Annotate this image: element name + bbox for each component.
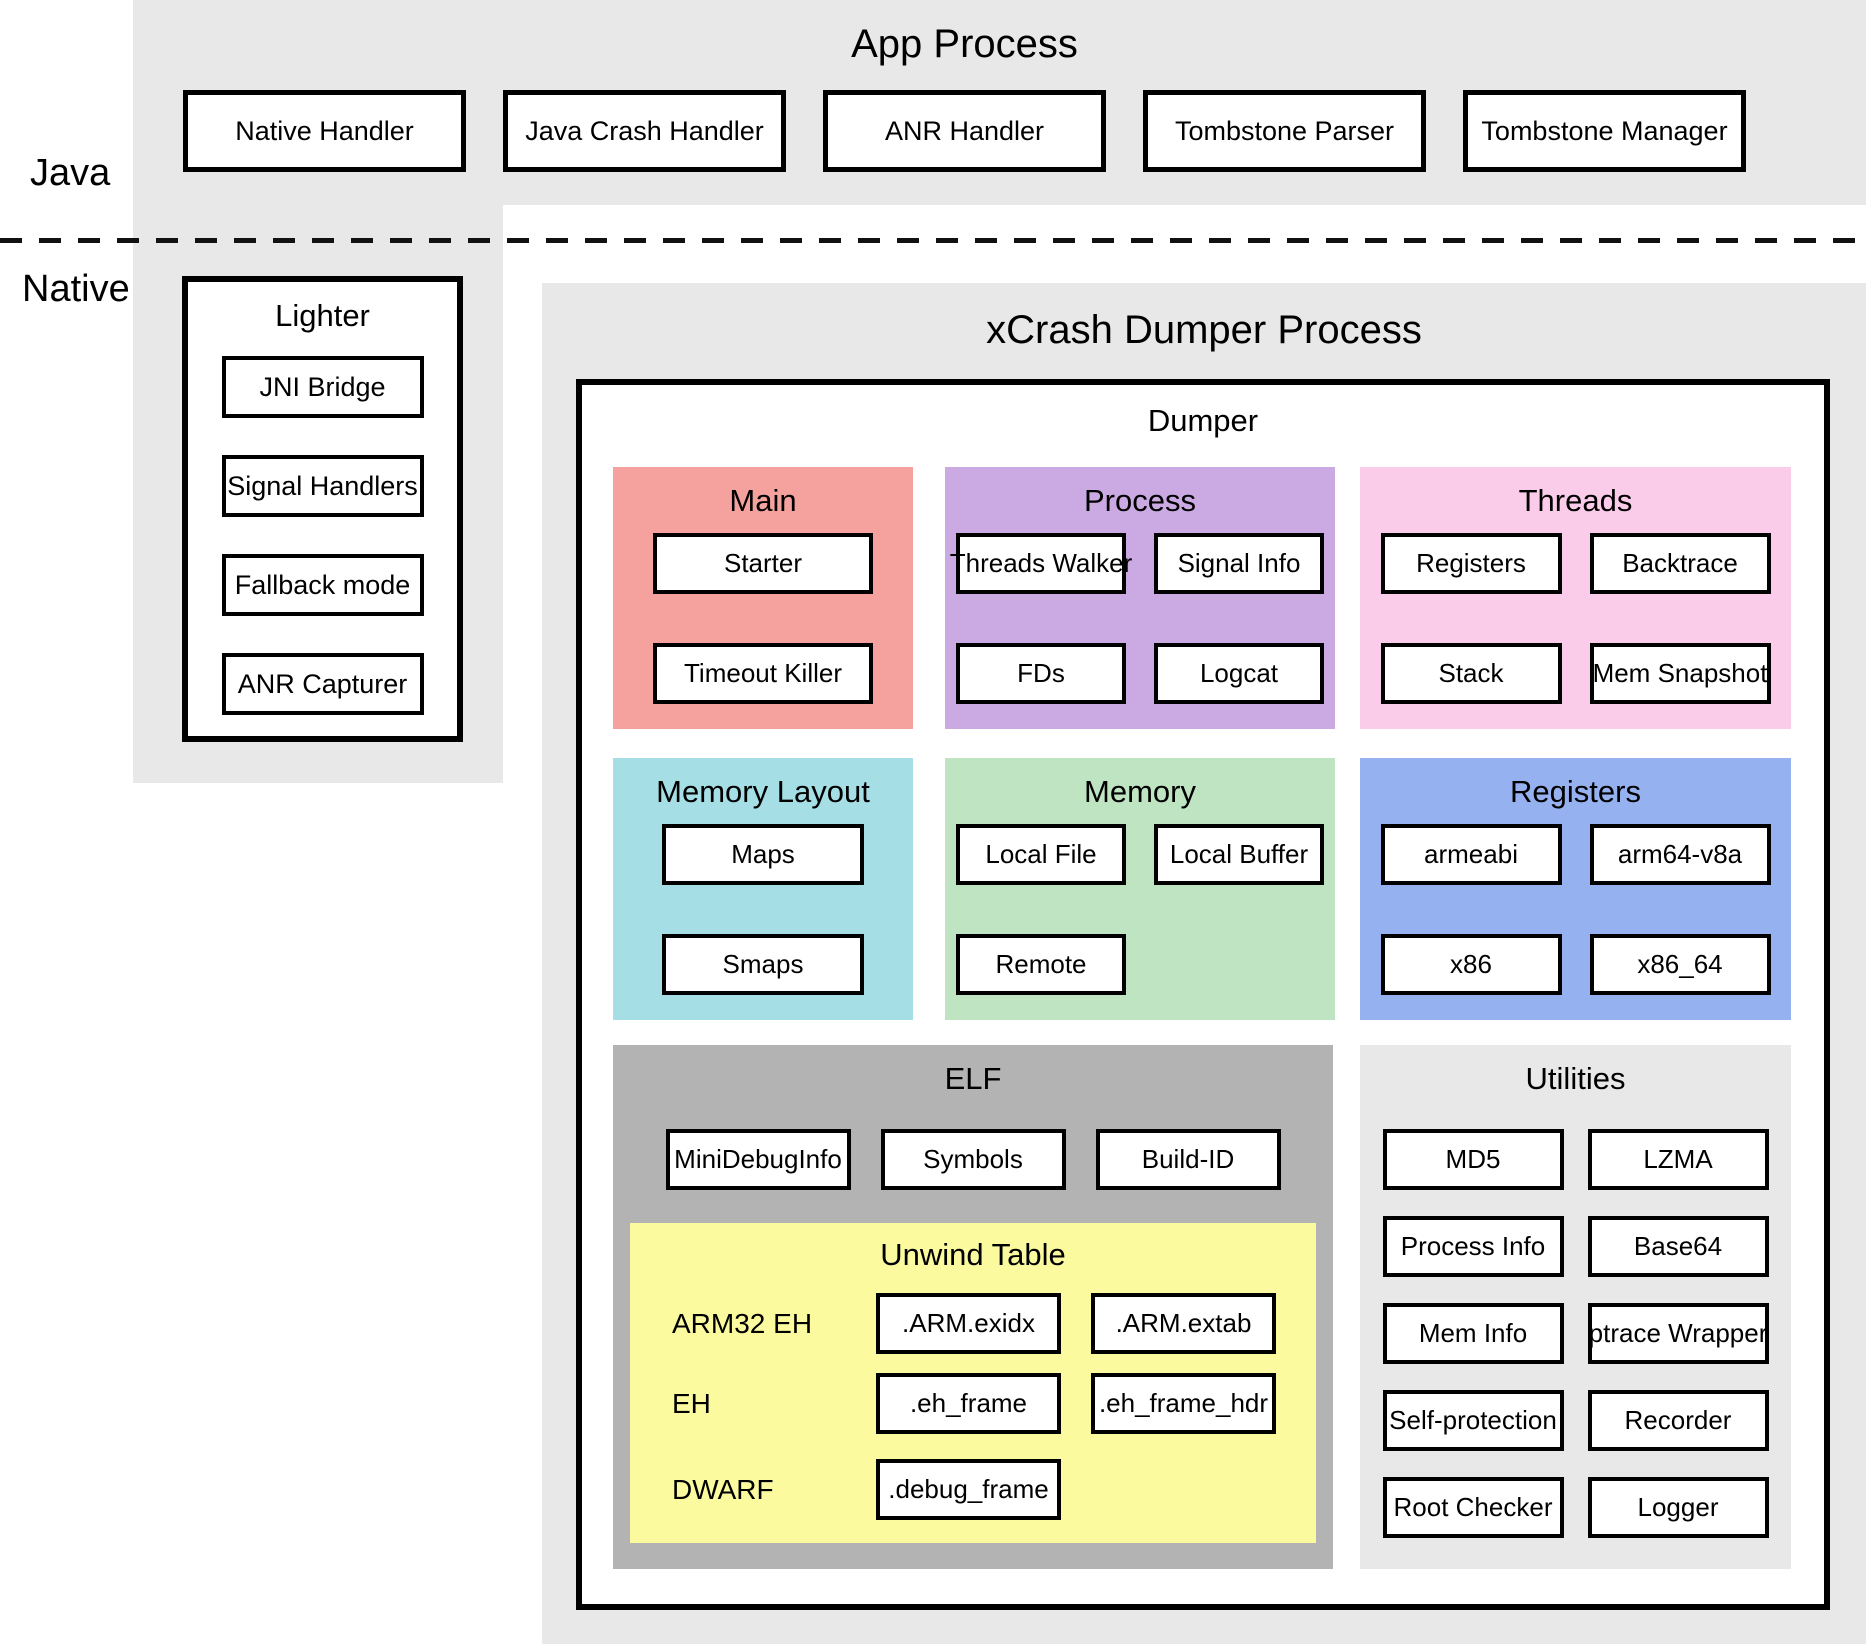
- arm-exidx-box: .ARM.exidx: [876, 1293, 1061, 1354]
- lighter-boxes: JNI Bridge Signal Handlers Fallback mode…: [188, 356, 457, 715]
- arm64-v8a-box: arm64-v8a: [1589, 824, 1771, 885]
- starter-box: Starter: [653, 533, 873, 594]
- utilities-section-title: Utilities: [1525, 1061, 1626, 1096]
- mem-info-box: Mem Info: [1382, 1303, 1564, 1364]
- dwarf-label: DWARF: [672, 1473, 774, 1505]
- unwind-table-title: Unwind Table: [880, 1237, 1066, 1272]
- lzma-box: LZMA: [1587, 1129, 1769, 1190]
- backtrace-box: Backtrace: [1589, 533, 1771, 594]
- smaps-box: Smaps: [662, 934, 864, 995]
- registers-section-title: Registers: [1510, 774, 1641, 809]
- lighter-module: Lighter JNI Bridge Signal Handlers Fallb…: [182, 276, 463, 742]
- signal-handlers-box: Signal Handlers: [221, 455, 424, 517]
- minidebuginfo-box: MiniDebugInfo: [665, 1129, 851, 1190]
- unwind-table-section: Unwind Table ARM32 EH .ARM.exidx .ARM.ex…: [630, 1223, 1316, 1543]
- memory-section-title: Memory: [1084, 774, 1196, 809]
- fallback-mode-box: Fallback mode: [221, 554, 424, 616]
- base64-box: Base64: [1587, 1216, 1769, 1277]
- stack-box: Stack: [1380, 643, 1562, 704]
- tombstone-manager-box: Tombstone Manager: [1463, 90, 1746, 172]
- utilities-section: Utilities MD5 LZMA Process Info Base64 M…: [1360, 1045, 1791, 1569]
- threads-section: Threads Registers Backtrace Stack Mem Sn…: [1360, 467, 1791, 729]
- memory-layout-section-title: Memory Layout: [656, 774, 870, 809]
- timeout-killer-box: Timeout Killer: [653, 643, 873, 704]
- registers-section: Registers armeabi arm64-v8a x86 x86_64: [1360, 758, 1791, 1020]
- anr-capturer-box: ANR Capturer: [221, 653, 424, 715]
- main-section-title: Main: [729, 483, 797, 518]
- eh-label: EH: [672, 1387, 711, 1419]
- elf-section: ELF MiniDebugInfo Symbols Build-ID Unwin…: [613, 1045, 1333, 1569]
- arm-extab-box: .ARM.extab: [1091, 1293, 1276, 1354]
- app-process-boxes: Native Handler Java Crash Handler ANR Ha…: [183, 90, 1746, 172]
- x86-64-box: x86_64: [1589, 934, 1771, 995]
- x86-box: x86: [1380, 934, 1562, 995]
- eh-frame-hdr-box: .eh_frame_hdr: [1091, 1373, 1276, 1434]
- local-buffer-box: Local Buffer: [1154, 824, 1324, 885]
- tombstone-parser-box: Tombstone Parser: [1143, 90, 1426, 172]
- root-checker-box: Root Checker: [1382, 1477, 1564, 1538]
- process-section-title: Process: [1084, 483, 1196, 518]
- xcrash-dumper-process-title: xCrash Dumper Process: [986, 308, 1422, 352]
- dumper-title: Dumper: [1147, 403, 1259, 438]
- local-file-box: Local File: [956, 824, 1126, 885]
- symbols-box: Symbols: [880, 1129, 1066, 1190]
- lighter-title: Lighter: [275, 298, 370, 333]
- unwind-row-eh: EH .eh_frame .eh_frame_hdr: [630, 1373, 1316, 1434]
- ptrace-wrapper-box: ptrace Wrapper: [1587, 1303, 1769, 1364]
- java-native-divider-line: [0, 238, 1866, 243]
- native-handler-box: Native Handler: [183, 90, 466, 172]
- unwind-row-dwarf: DWARF .debug_frame: [630, 1459, 1316, 1520]
- java-layer-label: Java: [30, 152, 111, 194]
- memory-section: Memory Local File Local Buffer Remote: [945, 758, 1335, 1020]
- armeabi-box: armeabi: [1380, 824, 1562, 885]
- anr-handler-box: ANR Handler: [823, 90, 1106, 172]
- logcat-box: Logcat: [1154, 643, 1324, 704]
- unwind-row-arm32-eh: ARM32 EH .ARM.exidx .ARM.extab: [630, 1293, 1316, 1354]
- mem-snapshot-box: Mem Snapshot: [1589, 643, 1771, 704]
- main-section: Main Starter Timeout Killer: [613, 467, 913, 729]
- elf-section-title: ELF: [944, 1061, 1002, 1096]
- md5-box: MD5: [1382, 1129, 1564, 1190]
- java-crash-handler-box: Java Crash Handler: [503, 90, 786, 172]
- self-protection-box: Self-protection: [1382, 1390, 1564, 1451]
- threads-walker-box: Threads Walker: [950, 533, 1132, 594]
- fds-box: FDs: [956, 643, 1126, 704]
- eh-frame-box: .eh_frame: [876, 1373, 1061, 1434]
- memory-layout-section: Memory Layout Maps Smaps: [613, 758, 913, 1020]
- app-process-title: App Process: [851, 22, 1078, 66]
- recorder-box: Recorder: [1587, 1390, 1769, 1451]
- logger-box: Logger: [1587, 1477, 1769, 1538]
- maps-box: Maps: [662, 824, 864, 885]
- process-info-box: Process Info: [1382, 1216, 1564, 1277]
- signal-info-box: Signal Info: [1154, 533, 1324, 594]
- remote-box: Remote: [956, 934, 1126, 995]
- process-section: Process Threads Walker Signal Info FDs L…: [945, 467, 1335, 729]
- jni-bridge-box: JNI Bridge: [221, 356, 424, 418]
- threads-section-title: Threads: [1518, 483, 1633, 518]
- build-id-box: Build-ID: [1095, 1129, 1281, 1190]
- native-layer-label: Native: [22, 268, 130, 310]
- registers-box: Registers: [1380, 533, 1562, 594]
- arm32-eh-label: ARM32 EH: [672, 1307, 813, 1339]
- debug-frame-box: .debug_frame: [876, 1459, 1061, 1520]
